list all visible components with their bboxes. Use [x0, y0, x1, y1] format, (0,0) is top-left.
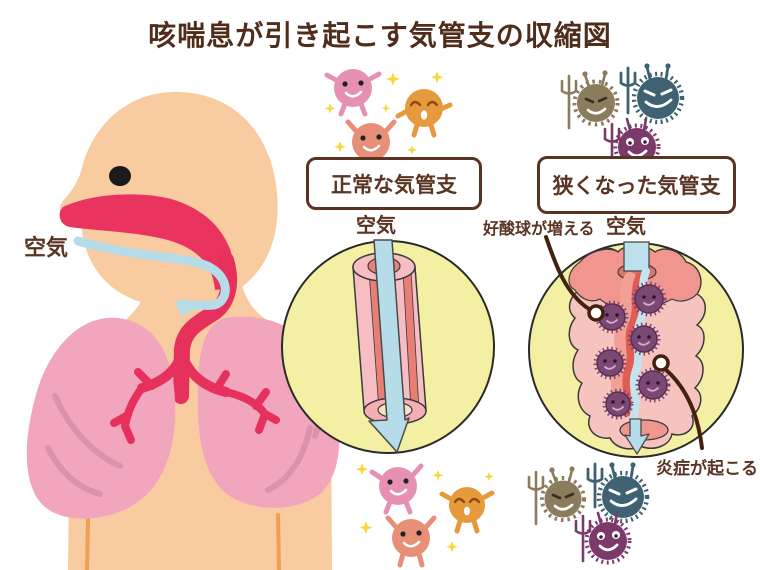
eosinophil-cells — [593, 281, 671, 420]
air-flow-left — [73, 236, 230, 318]
friendly-cell-orange-2 — [439, 487, 495, 534]
sparkles-top-middle — [324, 71, 444, 155]
air-arrow-narrowed — [624, 418, 650, 455]
narrowed-bronchus-heading-box: 狭くなった気管支 — [537, 156, 736, 214]
eosinophil-callout-label: 好酸球が増える — [483, 219, 595, 238]
air-arrow-normal — [368, 239, 410, 453]
friendly-cell-salmon — [345, 119, 397, 172]
air-label-left: 空気 — [24, 236, 69, 261]
page-title: 咳喘息が引き起こす気管支の収縮図 — [148, 19, 612, 52]
air-label-narrowed: 空気 — [606, 214, 646, 238]
friendly-cell-pink-2 — [369, 463, 424, 515]
bronchial-tree — [110, 350, 280, 444]
callout-marker-inflammation — [652, 354, 670, 372]
callout-marker-eosinophil — [587, 304, 605, 322]
air-label-normal: 空気 — [356, 213, 396, 237]
eye — [109, 166, 131, 186]
callouts — [544, 235, 704, 450]
normal-bronchus-heading: 正常な気管支 — [331, 172, 457, 197]
sparkles-bottom-middle — [355, 463, 494, 553]
air-inlet — [623, 241, 650, 272]
germ-brown-2 — [527, 466, 586, 526]
germ-brown — [560, 70, 620, 130]
narrowed-bronchus-heading: 狭くなった気管支 — [552, 174, 721, 198]
germ-purple-2 — [574, 511, 632, 565]
germ-teal — [619, 63, 685, 125]
airway — [59, 194, 238, 404]
constricted-bronchial-tube — [568, 241, 706, 455]
inflammation-callout-label: 炎症が起こる — [656, 459, 758, 479]
friendly-cell-pink — [324, 69, 382, 117]
friendly-cell-salmon-2 — [385, 515, 437, 568]
air-arrowhead-neck — [174, 301, 192, 318]
friendly-cell-orange — [395, 89, 453, 138]
normal-bronchus-heading-box: 正常な気管支 — [306, 157, 482, 210]
germ-teal-2 — [586, 462, 650, 524]
